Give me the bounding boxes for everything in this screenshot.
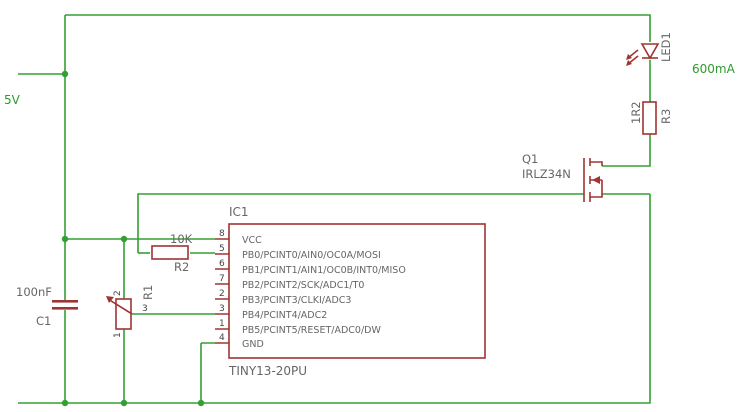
junction-r1-top <box>120 235 128 243</box>
ic1-pin-label: PB2/PCINT2/SCK/ADC1/T0 <box>242 280 364 291</box>
r1-pin-1: 1 <box>113 332 123 338</box>
ic1-pin-number: 6 <box>219 259 225 269</box>
junction-5v <box>61 70 69 78</box>
r1-pin-2: 2 <box>113 290 123 296</box>
ic1-pin-label: PB3/PCINT3/CLKI/ADC3 <box>242 295 351 306</box>
led1-name: LED1 <box>659 32 673 62</box>
ic1-pin-number: 7 <box>219 274 225 284</box>
ic1-pin-label: PB0/PCINT0/AIN0/OC0A/MOSI <box>242 250 381 261</box>
wire-top-rail <box>65 14 651 42</box>
wire-ground-rail <box>18 194 651 404</box>
resistor-r2: 10K R2 <box>151 232 193 274</box>
r2-value: 10K <box>170 232 193 246</box>
net-label-5v: 5V <box>4 93 21 107</box>
mosfet-q1: Q1 IRLZ34N <box>522 152 603 202</box>
r1-arrow-head <box>106 296 114 303</box>
c1-plate-top <box>52 300 78 303</box>
q1-name: Q1 <box>522 152 538 166</box>
junctions <box>61 70 205 407</box>
junction-gnd-c1 <box>61 399 69 407</box>
ic1-pin-label: PB5/PCINT5/RESET/ADC0/DW <box>242 325 381 336</box>
r3-name: R3 <box>659 109 673 124</box>
r1-name: R1 <box>141 285 155 300</box>
r3-body <box>642 101 657 135</box>
c1-plate-bottom <box>52 307 78 310</box>
led1-ray-head-2 <box>626 60 632 66</box>
ic1-pin-number: 5 <box>219 244 225 254</box>
r1-wiper-arrow <box>107 298 133 315</box>
ic1-pin-number: 2 <box>219 289 225 299</box>
c1-value: 100nF <box>16 285 52 299</box>
ic1: IC1 TINY13-20PU 8 VCC 5 PB0/PCINT0/AIN0/… <box>215 205 486 378</box>
q1-arrow <box>592 176 600 184</box>
resistor-r3: 1R2 R3 <box>629 101 673 135</box>
ic1-pin-label: PB4/PCINT4/ADC2 <box>242 310 327 321</box>
wire-gate <box>137 193 584 253</box>
wire-gnd-pin <box>200 342 215 403</box>
junction-vcc <box>61 235 69 243</box>
r1-pin-3: 3 <box>142 304 148 314</box>
ic1-pins: 8 VCC 5 PB0/PCINT0/AIN0/OC0A/MOSI 6 PB1/… <box>215 229 406 350</box>
ic1-pin-number: 3 <box>219 304 225 314</box>
ic1-pin-number: 1 <box>219 319 225 329</box>
c1-name: C1 <box>36 314 51 328</box>
ic1-body <box>228 223 486 359</box>
potentiometer-r1: R1 2 3 1 <box>106 285 155 338</box>
led1: LED1 <box>626 32 673 66</box>
ic1-pin-number: 4 <box>219 333 225 343</box>
capacitor-c1: 100nF C1 <box>16 285 78 328</box>
net-label-current: 600mA <box>692 62 736 76</box>
junction-gnd-ic <box>197 399 205 407</box>
ic1-pin-number: 8 <box>219 229 225 239</box>
ic1-pin-lines <box>215 238 229 344</box>
r3-value: 1R2 <box>629 101 643 124</box>
r2-body <box>151 245 189 260</box>
q1-value: IRLZ34N <box>522 167 571 181</box>
wires <box>18 14 651 404</box>
led1-triangle <box>640 43 660 60</box>
ic1-pin-label: VCC <box>242 235 262 246</box>
ic1-pin-label: GND <box>242 339 264 350</box>
junction-gnd-r1 <box>120 399 128 407</box>
ic1-name: IC1 <box>229 205 249 219</box>
r2-name: R2 <box>174 260 189 274</box>
wire-drain <box>602 134 651 167</box>
ic1-value: TINY13-20PU <box>228 364 307 378</box>
r1-body <box>115 298 132 330</box>
ic1-pin-label: PB1/PCINT1/AIN1/OC0B/INT0/MISO <box>242 265 406 276</box>
led1-ray-head-1 <box>626 54 632 60</box>
